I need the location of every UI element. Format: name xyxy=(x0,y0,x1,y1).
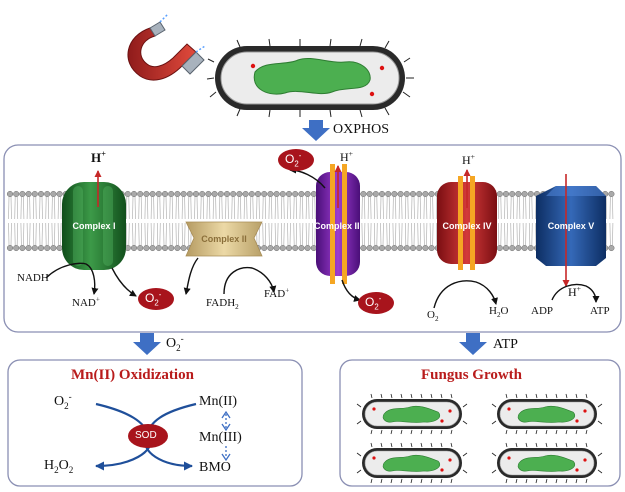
o2-to-h2o-arrow xyxy=(433,280,498,309)
h2o-label: H2O xyxy=(489,305,509,320)
complex-2-label: Complex II xyxy=(201,234,247,244)
superoxide-label-complex3: O2- xyxy=(365,294,382,312)
atp-down-arrow xyxy=(459,333,487,355)
fad-label: FAD+ xyxy=(264,286,290,300)
adp-label: ADP xyxy=(531,305,554,317)
bacterium-cell xyxy=(206,38,414,118)
superoxide-arrow-label: O2- xyxy=(166,333,184,353)
mn3-label: Mn(III) xyxy=(199,430,242,445)
atp-label: ATP xyxy=(590,305,610,317)
sod-badge xyxy=(128,424,168,448)
complex3-superoxide-bottom-arrow xyxy=(341,279,361,302)
mn-h2o2-label: H2O2 xyxy=(44,458,74,475)
complex-2 xyxy=(185,221,263,257)
nad-label: NAD+ xyxy=(72,295,100,309)
superoxide-label-top: O2- xyxy=(285,151,302,169)
fadh2-label: FADH2 xyxy=(206,297,239,312)
complex-3-label: Complex III xyxy=(313,221,362,231)
adp-to-atp-arrow xyxy=(551,283,600,303)
magnet-icon xyxy=(127,13,206,81)
mn2-label: Mn(II) xyxy=(199,394,238,409)
nadh-label: NADH xyxy=(17,272,49,284)
mn-panel-title: Mn(II) Oxidization xyxy=(71,367,194,383)
complex-3-proton-label: H+ xyxy=(340,149,354,164)
superoxide-label-complex1: O2- xyxy=(145,290,162,308)
mn-conversion-arrow xyxy=(221,410,231,462)
fadh2-reaction-arrow xyxy=(223,266,277,295)
fungus-cell-top-left xyxy=(356,393,468,435)
sod-label: SOD xyxy=(135,430,157,441)
complex-5-proton-label: H+ xyxy=(568,284,582,299)
complex2-superoxide-arrow xyxy=(183,257,199,295)
bmo-label: BMO xyxy=(199,460,231,475)
fungus-cell-bottom-left xyxy=(356,442,468,484)
o2-label: O2 xyxy=(427,309,439,324)
atp-arrow-label: ATP xyxy=(493,337,518,352)
mn-o2-label: O2- xyxy=(54,391,72,411)
complex-5-label: Complex V xyxy=(547,221,595,231)
complex-1 xyxy=(62,182,126,270)
complex-1-label: Complex I xyxy=(72,221,116,231)
superoxide-down-arrow xyxy=(133,333,161,355)
superoxide-badge-complex1 xyxy=(138,288,174,310)
fungus-cell-top-right xyxy=(491,393,603,435)
fungus-cell-bottom-right xyxy=(491,442,603,484)
superoxide-badge-complex3 xyxy=(358,292,394,314)
oxphos-arrow xyxy=(302,120,330,141)
complex-3 xyxy=(316,164,360,284)
complex-5 xyxy=(536,186,606,266)
complex-4-label: Complex IV xyxy=(442,221,492,231)
complex-4-proton-label: H+ xyxy=(462,152,476,167)
oxphos-label: OXPHOS xyxy=(333,122,390,137)
complex1-superoxide-arrow xyxy=(111,267,137,297)
complex-4 xyxy=(437,176,497,270)
complex-1-proton-label: H+ xyxy=(91,148,106,165)
fungus-panel-title: Fungus Growth xyxy=(421,367,523,383)
nadh-reaction-arrow xyxy=(45,262,99,295)
superoxide-badge-top xyxy=(278,149,314,171)
